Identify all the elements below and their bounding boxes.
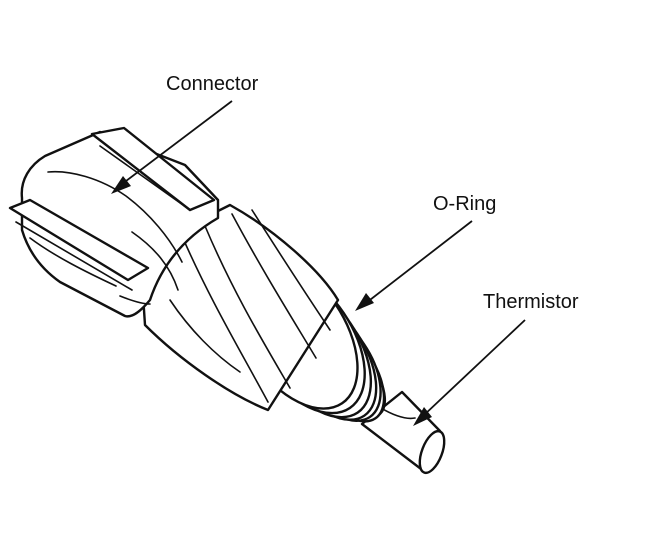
leader-thermistor bbox=[413, 319, 526, 426]
leader-connector bbox=[111, 100, 233, 194]
label-connector: Connector bbox=[166, 73, 259, 95]
leader-o-ring bbox=[355, 220, 473, 311]
label-thermistor: Thermistor bbox=[483, 291, 579, 313]
sensor-body bbox=[138, 203, 340, 412]
label-o-ring: O-Ring bbox=[433, 193, 496, 215]
connector-housing bbox=[8, 126, 220, 318]
